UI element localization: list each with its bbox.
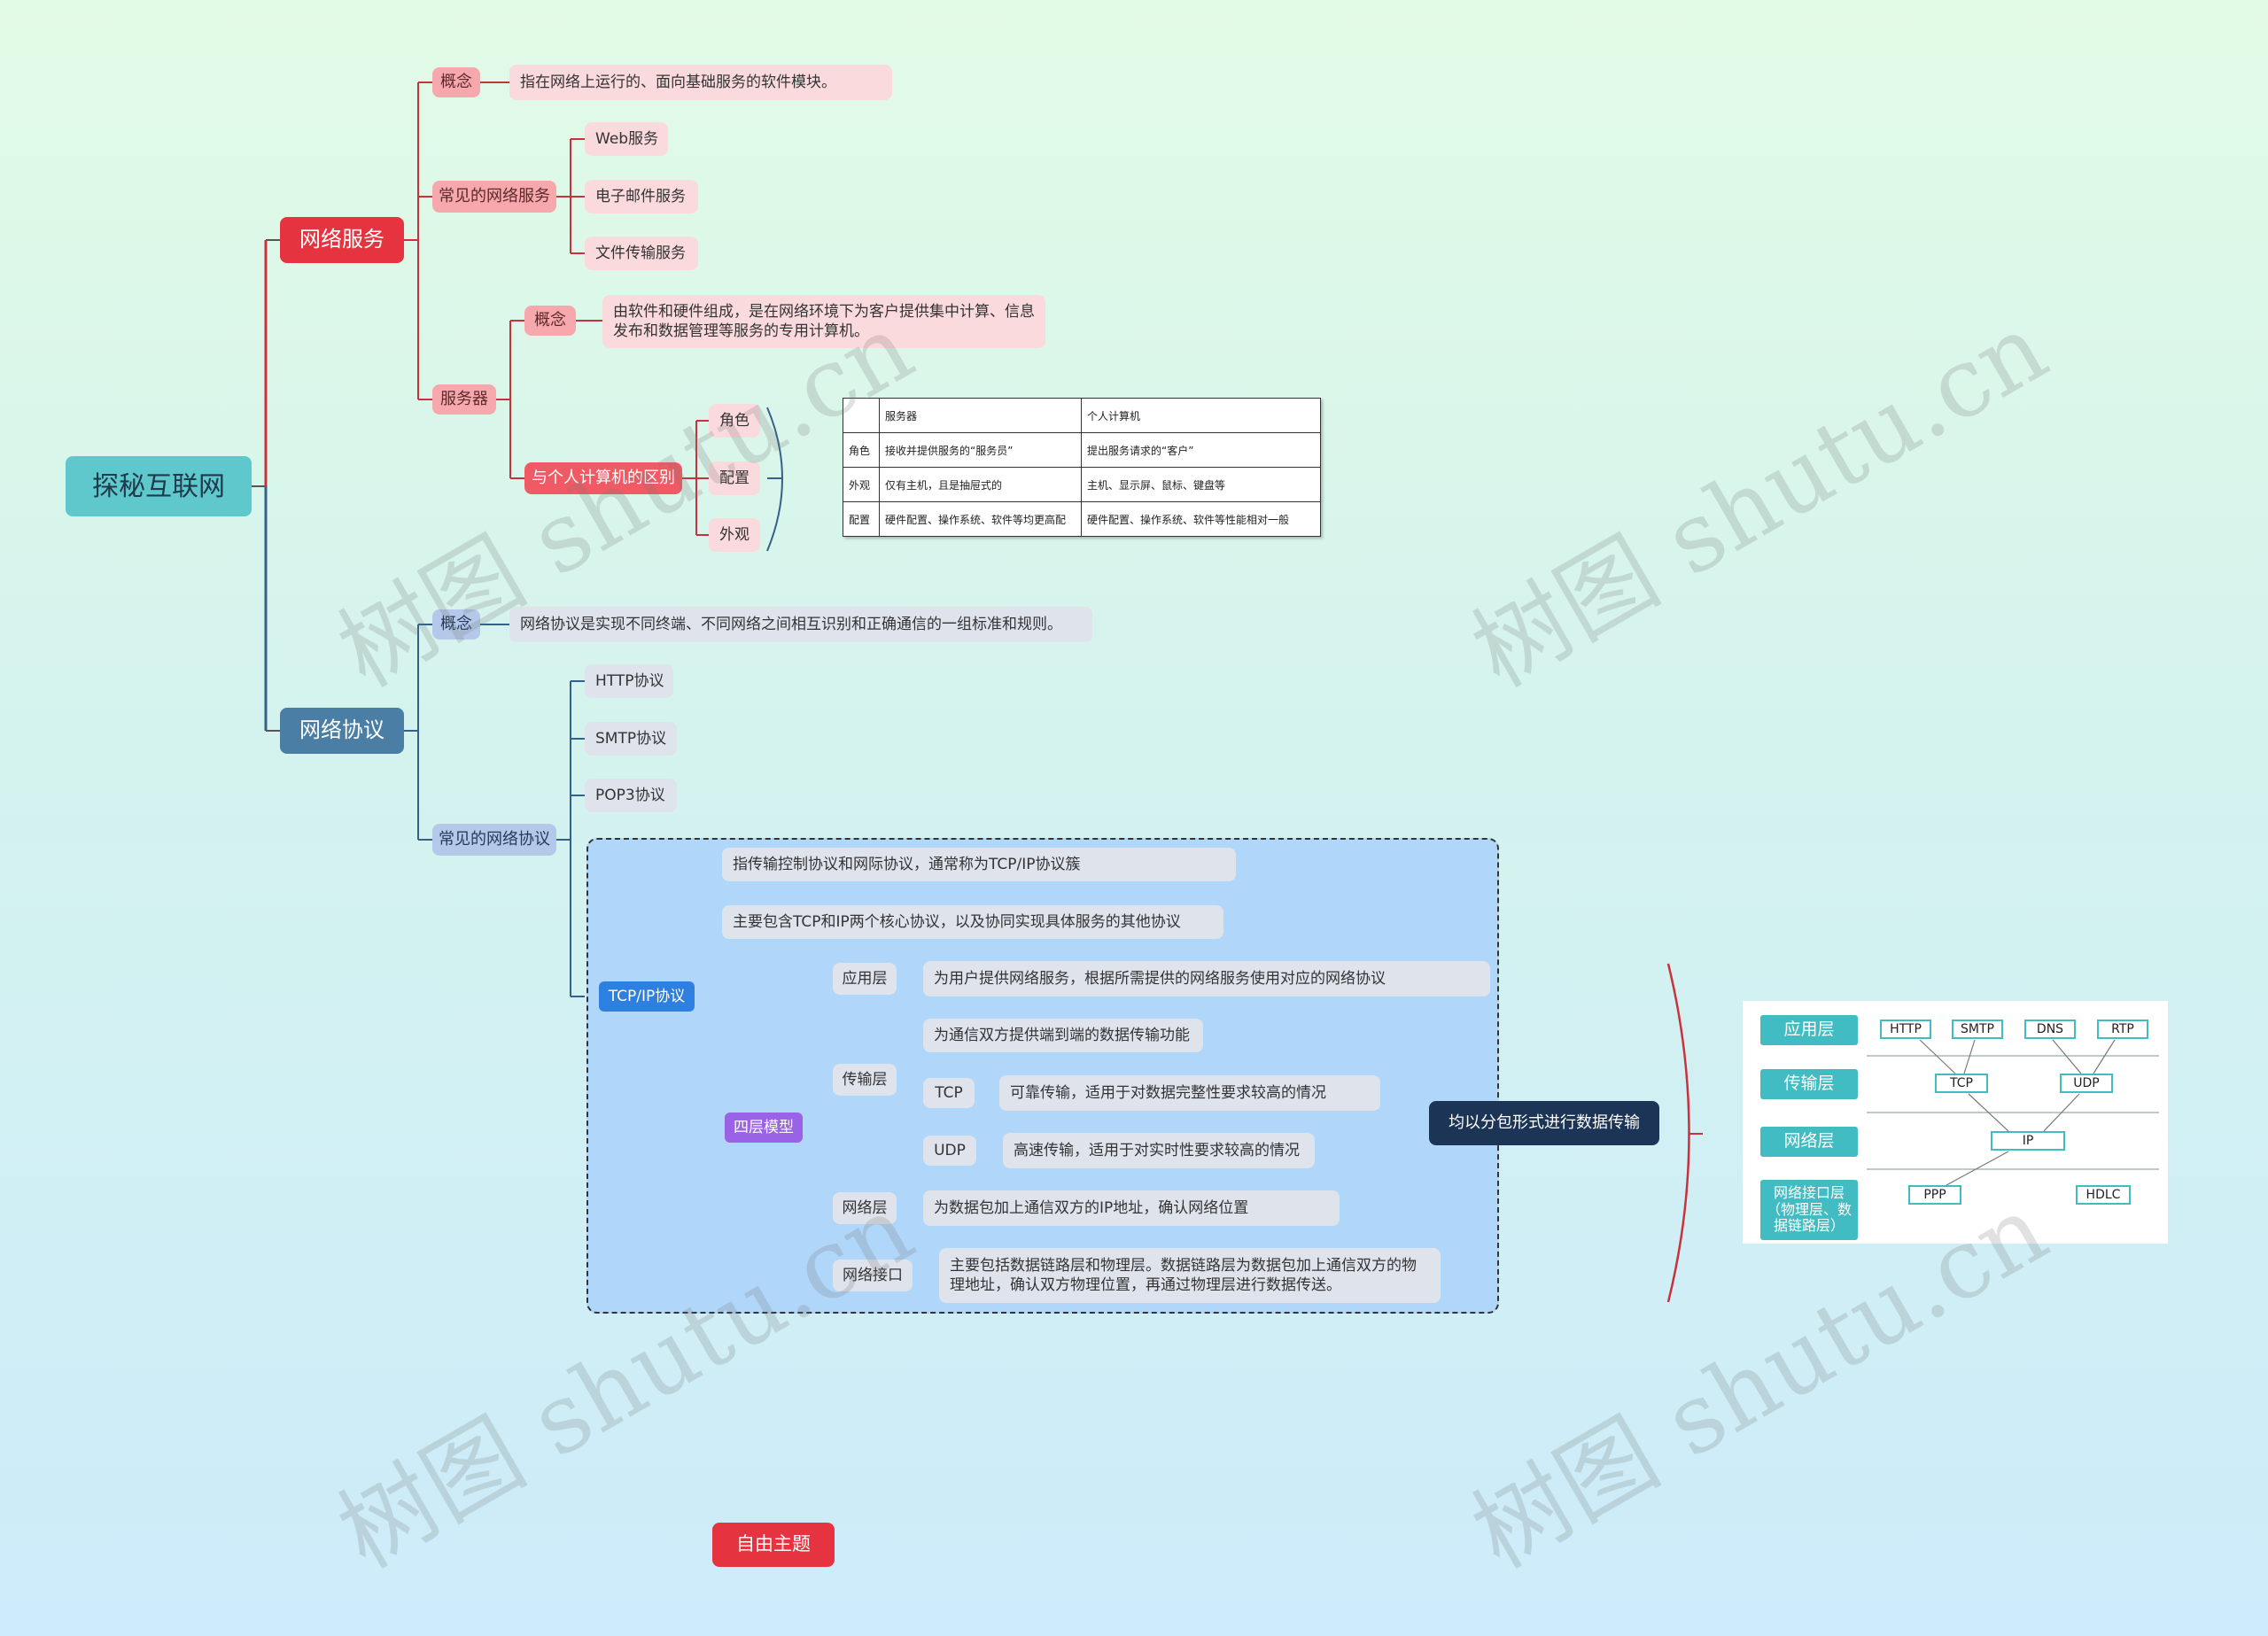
fig-proto-hdlc: HDLC (2076, 1185, 2131, 1205)
udp-label[interactable]: UDP (923, 1136, 976, 1166)
server-concept-text[interactable]: 由软件和硬件组成，是在网络环境下为客户提供集中计算、信息发布和数据管理等服务的专… (602, 295, 1045, 348)
fig-layer-transport: 传输层 (1760, 1069, 1858, 1099)
table-cell: 个人计算机 (1081, 398, 1321, 433)
table-row: 外观仅有主机，且是抽屉式的主机、显示屏、鼠标、键盘等 (843, 467, 1321, 502)
summary-packet-transmission[interactable]: 均以分包形式进行数据传输 (1429, 1101, 1659, 1145)
table-cell: 仅有主机，且是抽屉式的 (879, 467, 1082, 502)
fig-proto-http: HTTP (1880, 1020, 1931, 1039)
table-row: 角色接收并提供服务的“服务员”提出服务请求的“客户” (843, 432, 1321, 468)
fig-proto-rtp: RTP (2097, 1020, 2148, 1039)
server-pc-comparison-table: 服务器个人计算机 角色接收并提供服务的“服务员”提出服务请求的“客户” 外观仅有… (843, 398, 1321, 537)
table-cell: 硬件配置、操作系统、软件等性能相对一般 (1081, 501, 1321, 537)
tcpip-protocol-label[interactable]: TCP/IP协议 (599, 981, 695, 1012)
root-topic[interactable]: 探秘互联网 (66, 456, 252, 516)
layer-application-label[interactable]: 应用层 (833, 963, 897, 995)
tcpip-layers-figure: 应用层 传输层 网络层 网络接口层（物理层、数据链路层） HTTP SMTP D… (1743, 1001, 2168, 1244)
fig-layer-application: 应用层 (1760, 1015, 1858, 1045)
fig-proto-smtp: SMTP (1952, 1020, 2003, 1039)
udp-text[interactable]: 高速传输，适用于对实时性要求较高的情况 (1003, 1133, 1315, 1168)
protocol-item-smtp[interactable]: SMTP协议 (585, 722, 677, 756)
table-cell: 提出服务请求的“客户” (1081, 432, 1321, 468)
service-concept-label[interactable]: 概念 (432, 67, 480, 97)
layer-interface-label[interactable]: 网络接口 (833, 1260, 913, 1291)
common-protocols-label[interactable]: 常见的网络协议 (432, 824, 556, 856)
diff-item-role[interactable]: 角色 (709, 404, 760, 438)
topic-network-protocol[interactable]: 网络协议 (280, 708, 404, 754)
fig-proto-dns: DNS (2024, 1020, 2076, 1039)
tcp-text[interactable]: 可靠传输，适用于对数据完整性要求较高的情况 (999, 1075, 1380, 1111)
layer-application-text[interactable]: 为用户提供网络服务，根据所需提供的网络服务使用对应的网络协议 (923, 961, 1490, 996)
layer-transport-text[interactable]: 为通信双方提供端到端的数据传输功能 (923, 1019, 1203, 1052)
server-concept-label[interactable]: 概念 (524, 306, 576, 336)
table-cell: 主机、显示屏、鼠标、键盘等 (1081, 467, 1321, 502)
tcpip-desc-1[interactable]: 指传输控制协议和网际协议，通常称为TCP/IP协议簇 (722, 848, 1236, 881)
layer-transport-label[interactable]: 传输层 (833, 1064, 897, 1096)
brace (1666, 963, 1690, 1303)
common-services-label[interactable]: 常见的网络服务 (432, 181, 556, 213)
four-layer-model-label[interactable]: 四层模型 (725, 1113, 803, 1143)
table-cell: 配置 (843, 501, 880, 537)
fig-proto-udp: UDP (2060, 1074, 2113, 1093)
fig-layer-interface: 网络接口层（物理层、数据链路层） (1760, 1180, 1858, 1240)
service-item-email[interactable]: 电子邮件服务 (585, 180, 698, 213)
server-label[interactable]: 服务器 (432, 384, 496, 415)
topic-network-service[interactable]: 网络服务 (280, 217, 404, 263)
table-cell: 外观 (843, 467, 880, 502)
service-item-web[interactable]: Web服务 (585, 122, 668, 156)
server-pc-diff-label[interactable]: 与个人计算机的区别 (524, 462, 682, 494)
tcp-label[interactable]: TCP (923, 1078, 975, 1108)
diff-item-config[interactable]: 配置 (709, 461, 760, 495)
table-row: 配置硬件配置、操作系统、软件等均更高配硬件配置、操作系统、软件等性能相对一般 (843, 501, 1321, 537)
layer-network-label[interactable]: 网络层 (833, 1192, 897, 1224)
free-topic[interactable]: 自由主题 (712, 1523, 835, 1567)
layer-interface-text[interactable]: 主要包括数据链路层和物理层。数据链路层为数据包加上通信双方的物理地址，确认双方物… (939, 1248, 1441, 1303)
protocol-item-http[interactable]: HTTP协议 (585, 664, 673, 698)
fig-arrows (1867, 1039, 2159, 1186)
layer-network-text[interactable]: 为数据包加上通信双方的IP地址，确认网络位置 (923, 1190, 1340, 1226)
protocol-concept-label[interactable]: 概念 (432, 609, 480, 640)
fig-proto-ppp: PPP (1908, 1185, 1961, 1205)
fig-layer-network: 网络层 (1760, 1127, 1858, 1157)
service-concept-text[interactable]: 指在网络上运行的、面向基础服务的软件模块。 (509, 65, 892, 100)
table-cell: 接收并提供服务的“服务员” (879, 432, 1082, 468)
fig-proto-ip: IP (1991, 1131, 2065, 1151)
fig-proto-tcp: TCP (1935, 1074, 1988, 1093)
protocol-concept-text[interactable]: 网络协议是实现不同终端、不同网络之间相互识别和正确通信的一组标准和规则。 (509, 607, 1092, 642)
table-row: 服务器个人计算机 (843, 398, 1321, 433)
table-cell (843, 398, 880, 433)
service-item-ftp[interactable]: 文件传输服务 (585, 236, 698, 270)
protocol-item-pop3[interactable]: POP3协议 (585, 779, 677, 812)
table-cell: 硬件配置、操作系统、软件等均更高配 (879, 501, 1082, 537)
diff-item-look[interactable]: 外观 (709, 518, 760, 552)
table-cell: 服务器 (879, 398, 1082, 433)
table-cell: 角色 (843, 432, 880, 468)
tcpip-desc-2[interactable]: 主要包含TCP和IP两个核心协议，以及协同实现具体服务的其他协议 (722, 905, 1223, 939)
